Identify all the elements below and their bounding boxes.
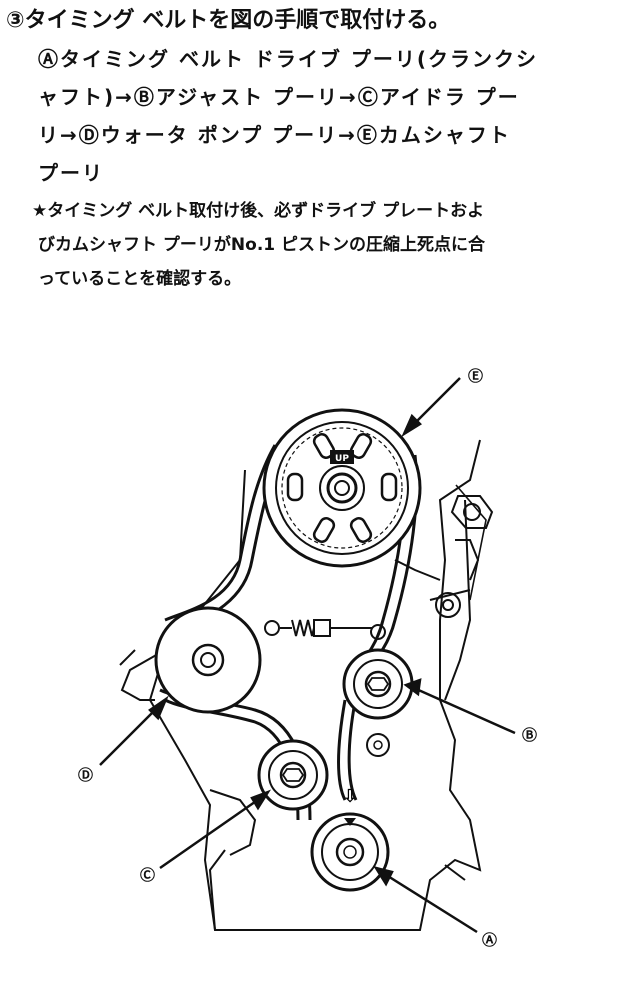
down-arrow-icon: ⇩: [342, 786, 357, 807]
callout-a: Ⓐ: [482, 931, 497, 949]
step-title: ③タイミング ベルトを図の手順で取付ける。: [6, 8, 451, 33]
note-line-2: びカムシャフト プーリがNo.1 ピストンの圧縮上死点に合: [38, 235, 486, 255]
callout-b: Ⓑ: [522, 726, 537, 744]
callout-c: Ⓒ: [140, 866, 155, 884]
leader-lines: [99, 377, 516, 934]
tension-spring: [264, 619, 386, 640]
adjust-pulley: [342, 648, 414, 757]
star-icon: ★: [32, 201, 48, 221]
callout-e: Ⓔ: [468, 367, 483, 385]
callout-d: Ⓓ: [78, 766, 93, 784]
callout-labels: Ⓔ Ⓑ Ⓓ Ⓒ Ⓐ: [78, 367, 537, 949]
water-pump-pulley: [154, 606, 262, 714]
note-text-1: タイミング ベルト取付け後、必ずドライブ プレートおよ: [47, 201, 485, 221]
sequence-line-3: リ→Ⓓウォータ ポンプ プーリ→Ⓔカムシャフト: [38, 123, 511, 147]
sequence-line-4: プーリ: [38, 161, 104, 185]
sequence-line-2: ャフト)→Ⓑアジャスト プーリ→Ⓒアイドラ プー: [38, 85, 520, 109]
camshaft-pulley: UP: [262, 408, 422, 568]
cam-up-mark: UP: [335, 454, 349, 464]
tensioner-bracket: [435, 495, 494, 618]
note-line-3: っていることを確認する。: [38, 269, 242, 289]
sequence-line-1: Ⓐタイミング ベルト ドライブ プーリ(クランクシ: [38, 47, 539, 71]
note-line-1: ★タイミング ベルト取付け後、必ずドライブ プレートおよ: [32, 198, 484, 224]
crank-drive-pulley: [310, 812, 390, 892]
idler-pulley: [257, 739, 329, 811]
